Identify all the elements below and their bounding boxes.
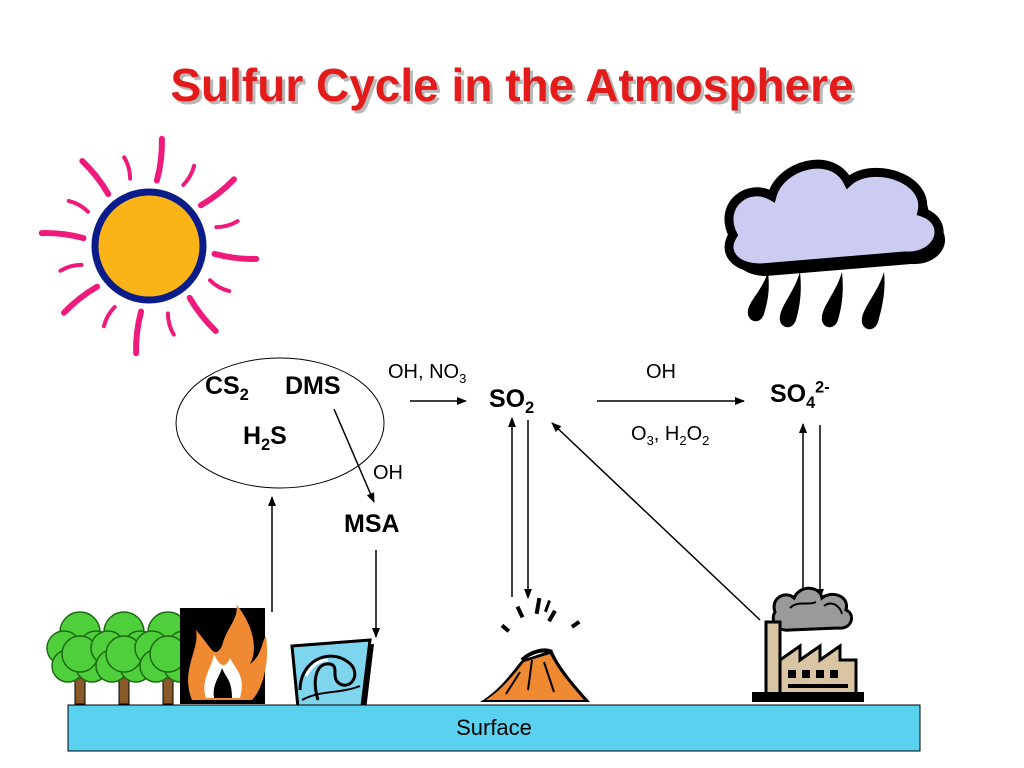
sun-ray bbox=[66, 198, 90, 214]
fire-icon bbox=[180, 604, 268, 704]
sun-ray bbox=[197, 176, 237, 209]
sun-ray bbox=[214, 219, 240, 230]
sun-ray bbox=[186, 294, 219, 334]
rain-cloud-icon bbox=[724, 159, 946, 330]
arrow-factory-to-so2 bbox=[551, 422, 761, 621]
ocean-wave-icon bbox=[290, 638, 374, 712]
volcano-icon bbox=[480, 597, 590, 702]
oh-no3-label: OH, NO3 bbox=[388, 361, 467, 386]
sun-ray bbox=[58, 262, 84, 273]
sun-ray bbox=[79, 158, 112, 198]
oh-msa-label: OH bbox=[373, 462, 403, 484]
oh-oxidant-label: OH bbox=[646, 361, 676, 383]
sun-ray bbox=[101, 305, 117, 329]
sun-ray bbox=[133, 308, 145, 357]
surface-bar bbox=[67, 704, 921, 752]
trees-icon bbox=[46, 611, 202, 705]
sun-ray bbox=[208, 278, 232, 294]
factory-icon bbox=[752, 586, 864, 702]
sun-icon bbox=[38, 135, 260, 357]
sun-ray bbox=[61, 283, 101, 316]
sun-ray bbox=[211, 250, 260, 262]
arrow-dms-to-msa bbox=[333, 408, 375, 503]
page-title: Sulfur Cycle in the Atmosphere bbox=[170, 59, 854, 111]
sun-ray bbox=[122, 155, 133, 181]
so2-label: SO2 bbox=[489, 385, 535, 417]
sun-ray bbox=[181, 163, 197, 187]
cs2-label: CS2 bbox=[205, 372, 249, 404]
surface-label: Surface bbox=[456, 715, 532, 740]
sun-ray bbox=[153, 135, 165, 184]
source-species-ellipse bbox=[175, 357, 385, 489]
sun-ray bbox=[165, 311, 176, 337]
msa-label: MSA bbox=[344, 510, 400, 538]
sun-ray bbox=[38, 230, 87, 242]
so4-label: SO42- bbox=[770, 378, 830, 412]
dms-label: DMS bbox=[285, 372, 341, 400]
o3-h2o2-label: O3, H2O2 bbox=[631, 423, 710, 448]
h2s-label: H2S bbox=[243, 422, 287, 454]
